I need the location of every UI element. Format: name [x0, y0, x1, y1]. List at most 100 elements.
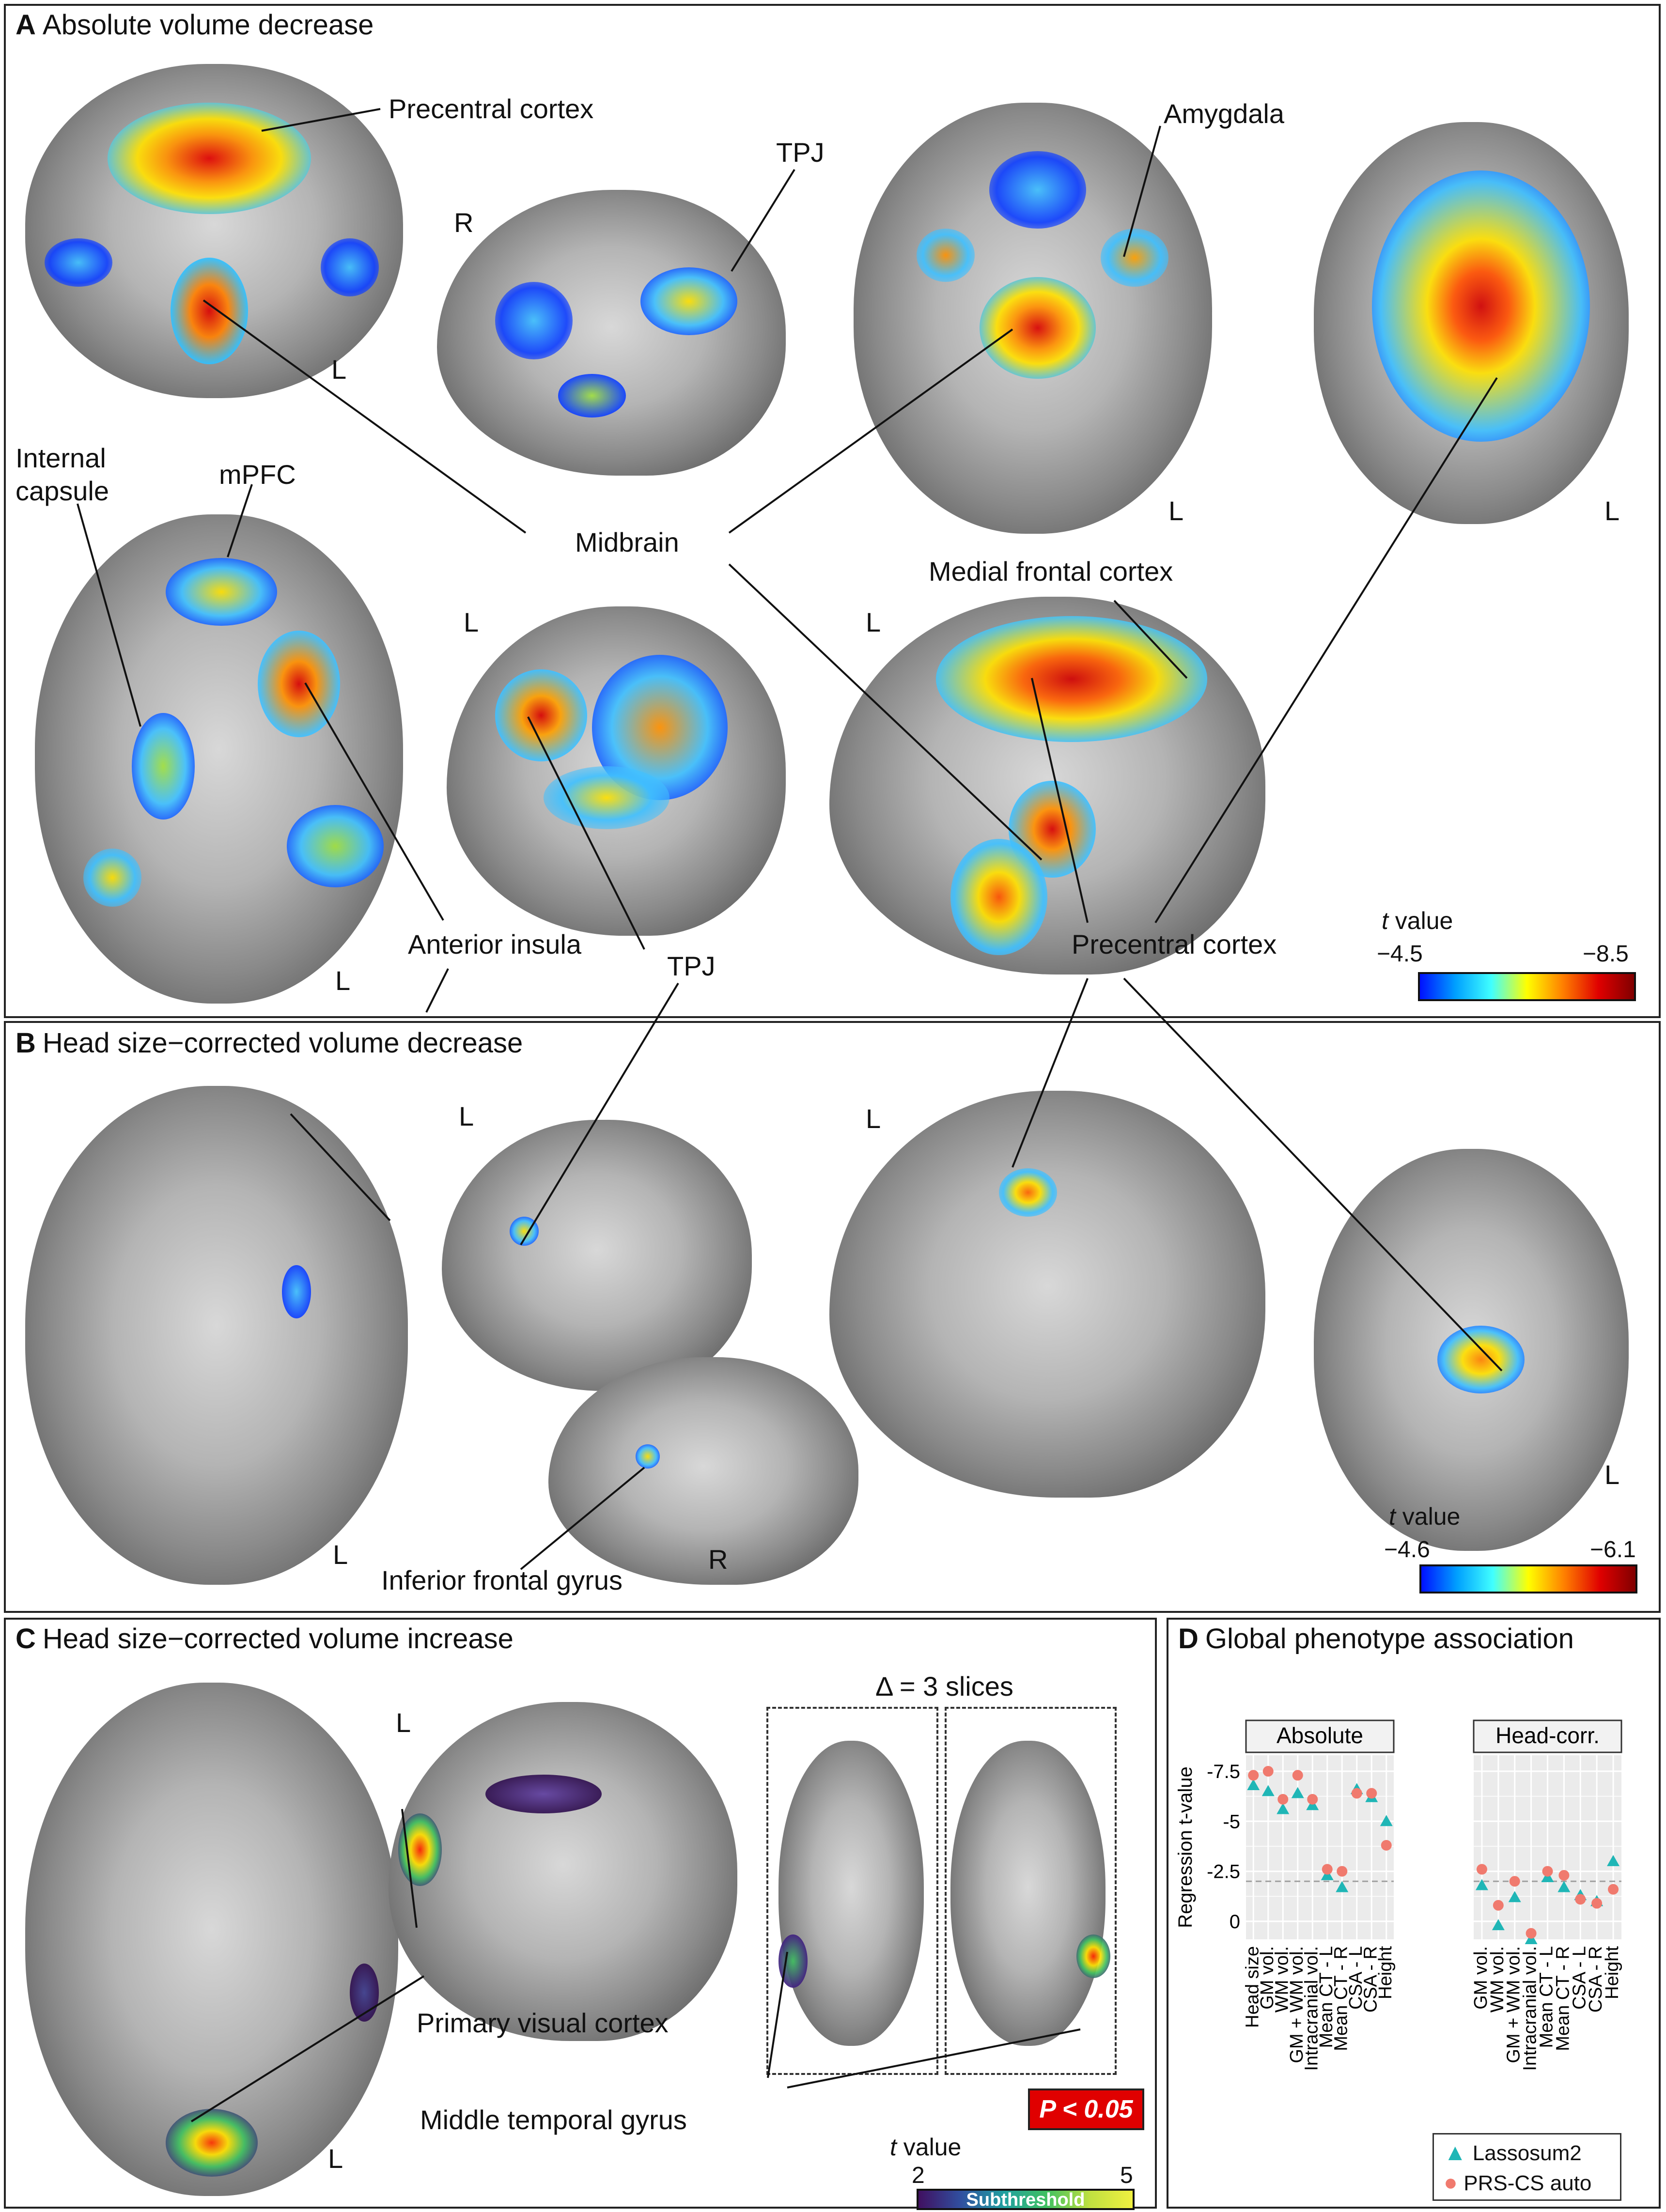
label-anterior-insula: Anterior insula	[408, 929, 581, 959]
x-tick-label: WM vol.	[1487, 1946, 1508, 2012]
point-lassosum2	[1557, 1881, 1571, 1892]
x-tick-label: Height	[1602, 1946, 1622, 1999]
x-tick-label: GM vol.	[1257, 1946, 1277, 2010]
point-lassosum2	[1380, 1815, 1393, 1826]
orient-label: L	[1168, 495, 1184, 526]
point-prscs	[1608, 1884, 1619, 1895]
facet-plot-area	[1246, 1755, 1394, 1939]
x-tick-label: GM + WM vol.	[1504, 1946, 1524, 2063]
x-tick-label: CSA - R	[1586, 1946, 1606, 2012]
point-lassosum2	[1247, 1779, 1260, 1790]
point-prscs	[1322, 1864, 1333, 1875]
point-prscs	[1366, 1788, 1377, 1799]
x-tick-label: Intracranial vol.	[1520, 1946, 1541, 2071]
brain-coronal-c-right	[950, 1741, 1110, 2046]
y-tick-label: -5	[1223, 1811, 1240, 1832]
orient-label: L	[335, 965, 351, 996]
label-tpj: TPJ	[776, 137, 825, 168]
point-lassosum2	[1607, 1855, 1620, 1866]
x-tick-label: Height	[1375, 1946, 1396, 1999]
label-tpj: TPJ	[667, 951, 716, 981]
orient-label: L	[333, 1539, 348, 1570]
point-lassosum2	[1261, 1785, 1275, 1796]
point-prscs	[1381, 1840, 1392, 1851]
orient-label: R	[708, 1544, 728, 1575]
orient-label: L	[459, 1101, 474, 1131]
y-axis-label: Regression t-value	[1175, 1766, 1196, 1928]
y-tick-label: -2.5	[1207, 1861, 1240, 1883]
x-tick-label: GM + WM vol.	[1287, 1946, 1307, 2063]
label-precentral-cortex: Precentral cortex	[389, 93, 594, 124]
label-delta-slices: Δ = 3 slices	[875, 1671, 1013, 1702]
point-prscs	[1337, 1866, 1348, 1877]
legend-item-prscs: ● PRS-CS auto	[1444, 2170, 1592, 2196]
circle-icon: ●	[1444, 2170, 1458, 2196]
x-tick-label: Intracranial vol.	[1301, 1946, 1322, 2071]
brain-sagittal-a-right	[437, 190, 786, 476]
facet-title: Absolute	[1277, 1723, 1363, 1748]
y-tick-label: -7.5	[1207, 1761, 1240, 1782]
point-prscs	[1493, 1900, 1504, 1911]
colorbar-min: −4.6	[1384, 1537, 1430, 1562]
orient-label: L	[1604, 1459, 1620, 1490]
facet-strip	[1473, 1719, 1622, 1753]
point-lassosum2	[1475, 1879, 1488, 1890]
point-prscs	[1277, 1794, 1289, 1805]
point-lassosum2	[1508, 1891, 1521, 1903]
x-tick-label: Mean CT - R	[1331, 1946, 1351, 2051]
triangle-icon: ▲	[1444, 2140, 1467, 2166]
facet-title: Head-corr.	[1495, 1723, 1600, 1748]
label-medial-frontal-cortex: Medial frontal cortex	[929, 556, 1173, 587]
x-tick-label: Head size	[1242, 1946, 1262, 2028]
point-prscs	[1509, 1876, 1520, 1887]
orient-label: L	[396, 1707, 411, 1738]
point-prscs	[1575, 1894, 1586, 1905]
point-prscs	[1526, 1928, 1537, 1939]
orient-label: L	[464, 607, 479, 637]
x-tick-label: WM vol.	[1272, 1946, 1292, 2012]
slice-box-right	[945, 1707, 1117, 2075]
brain-coronal-a	[25, 64, 403, 398]
brain-sagittal-b-left	[442, 1120, 752, 1391]
x-tick-label: CSA - L	[1346, 1946, 1366, 2010]
legend-item-lassosum2: ▲ Lassosum2	[1444, 2140, 1582, 2166]
label-midbrain: Midbrain	[575, 527, 679, 557]
colorbar-title: t value	[1389, 1503, 1461, 1530]
orient-label: L	[1604, 495, 1620, 526]
orient-label: L	[328, 2143, 343, 2174]
point-lassosum2	[1336, 1881, 1349, 1892]
colorbar-b	[1419, 1564, 1637, 1593]
point-prscs	[1307, 1794, 1318, 1805]
brain-axial-a-top	[1314, 122, 1629, 524]
colorbar-min: 2	[912, 2163, 925, 2188]
p-value-badge: P < 0.05	[1028, 2088, 1144, 2130]
brain-medial-a	[829, 597, 1265, 975]
point-prscs	[1558, 1870, 1570, 1881]
label-precentral-cortex: Precentral cortex	[1072, 929, 1277, 959]
label-primary-visual-cortex: Primary visual cortex	[417, 2008, 669, 2038]
chart-legend: ▲ Lassosum2 ● PRS-CS auto	[1432, 2133, 1621, 2201]
brain-coronal-c-left	[779, 1741, 924, 2046]
orient-label: L	[331, 354, 347, 385]
y-tick-label: 0	[1230, 1911, 1240, 1933]
x-tick-label: Mean CT - L	[1537, 1946, 1557, 2048]
point-prscs	[1476, 1864, 1487, 1875]
point-lassosum2	[1492, 1919, 1505, 1931]
colorbar-subthreshold-label: Subthreshold	[966, 2190, 1085, 2210]
point-prscs	[1542, 1866, 1553, 1877]
x-tick-label: Mean CT - L	[1316, 1946, 1337, 2048]
colorbar-title: t value	[890, 2134, 962, 2161]
brain-axial-b	[25, 1086, 408, 1585]
point-prscs	[1262, 1766, 1274, 1777]
point-prscs	[1351, 1788, 1362, 1799]
